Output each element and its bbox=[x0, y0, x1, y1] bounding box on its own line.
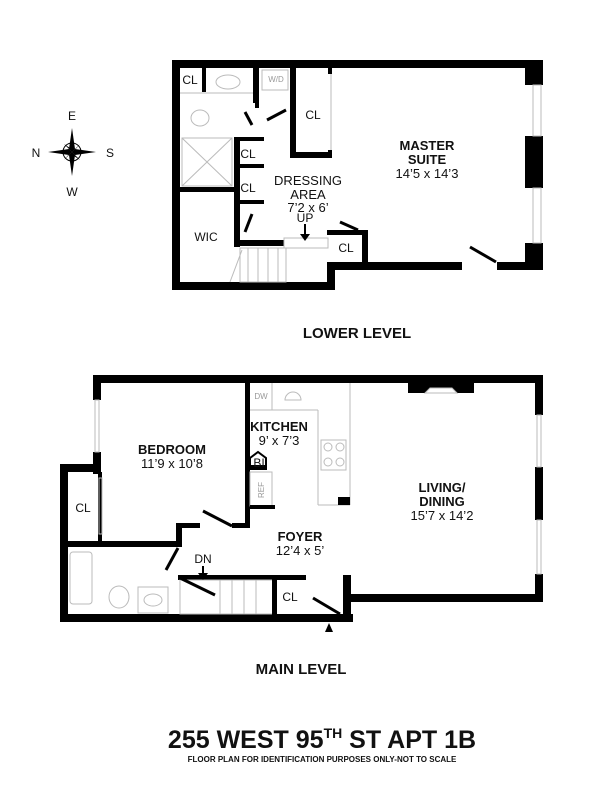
bedroom-name: BEDROOM bbox=[138, 442, 206, 457]
dishwasher-label: DW bbox=[254, 392, 268, 401]
closet-label: CL bbox=[240, 181, 256, 195]
bedroom-dims: 11’9 x 10’8 bbox=[141, 456, 203, 471]
dressing-area-name: DRESSING bbox=[274, 173, 342, 188]
built-in-label: BI bbox=[253, 456, 264, 470]
dressing-area-dims: 7’2 x 6’ bbox=[287, 200, 328, 215]
main-level-label: MAIN LEVEL bbox=[256, 661, 347, 678]
entrance-arrow-icon bbox=[325, 623, 333, 632]
foyer-name: FOYER bbox=[278, 529, 323, 544]
master-suite-dims: 14’5 x 14’3 bbox=[396, 166, 459, 181]
lower-level-plan: CL W/D CL CL CL CL WIC MASTER SUITE 14’5… bbox=[172, 60, 543, 290]
closet-label: CL bbox=[240, 147, 256, 161]
wic-label: WIC bbox=[194, 230, 218, 244]
closet-label: CL bbox=[305, 108, 321, 122]
stairs-up-label: UP bbox=[297, 211, 314, 225]
kitchen-name: KITCHEN bbox=[250, 419, 308, 434]
master-suite-name: SUITE bbox=[408, 152, 447, 167]
disclaimer-text: FLOOR PLAN FOR IDENTIFICATION PURPOSES O… bbox=[188, 755, 457, 764]
main-level-plan: DW REF BI KITCHEN 9’ x 7’3 BEDROOM 11’9 … bbox=[60, 375, 543, 632]
closet-label: CL bbox=[182, 73, 198, 87]
kitchen-dims: 9’ x 7’3 bbox=[259, 433, 300, 448]
compass-rose-icon: E N S W bbox=[32, 109, 114, 199]
living-dining-dims: 15’7 x 14’2 bbox=[411, 508, 474, 523]
address-title: 255 WEST 95TH ST APT 1B bbox=[168, 725, 476, 754]
closet-label: CL bbox=[282, 590, 298, 604]
compass-east: E bbox=[68, 109, 76, 123]
stairs-down-label: DN bbox=[194, 552, 211, 566]
compass-south: S bbox=[106, 146, 114, 160]
compass-north: N bbox=[32, 146, 41, 160]
closet-label: CL bbox=[338, 241, 354, 255]
compass-west: W bbox=[66, 185, 78, 199]
lower-level-label: LOWER LEVEL bbox=[303, 325, 411, 342]
dressing-area-name: AREA bbox=[290, 187, 326, 202]
master-suite-name: MASTER bbox=[400, 138, 456, 153]
washer-dryer-label: W/D bbox=[268, 75, 284, 84]
closet-label: CL bbox=[75, 501, 91, 515]
foyer-dims: 12’4 x 5’ bbox=[276, 543, 325, 558]
living-dining-name: DINING bbox=[419, 494, 465, 509]
refrigerator-label: REF bbox=[257, 482, 266, 498]
living-dining-name: LIVING/ bbox=[419, 480, 466, 495]
